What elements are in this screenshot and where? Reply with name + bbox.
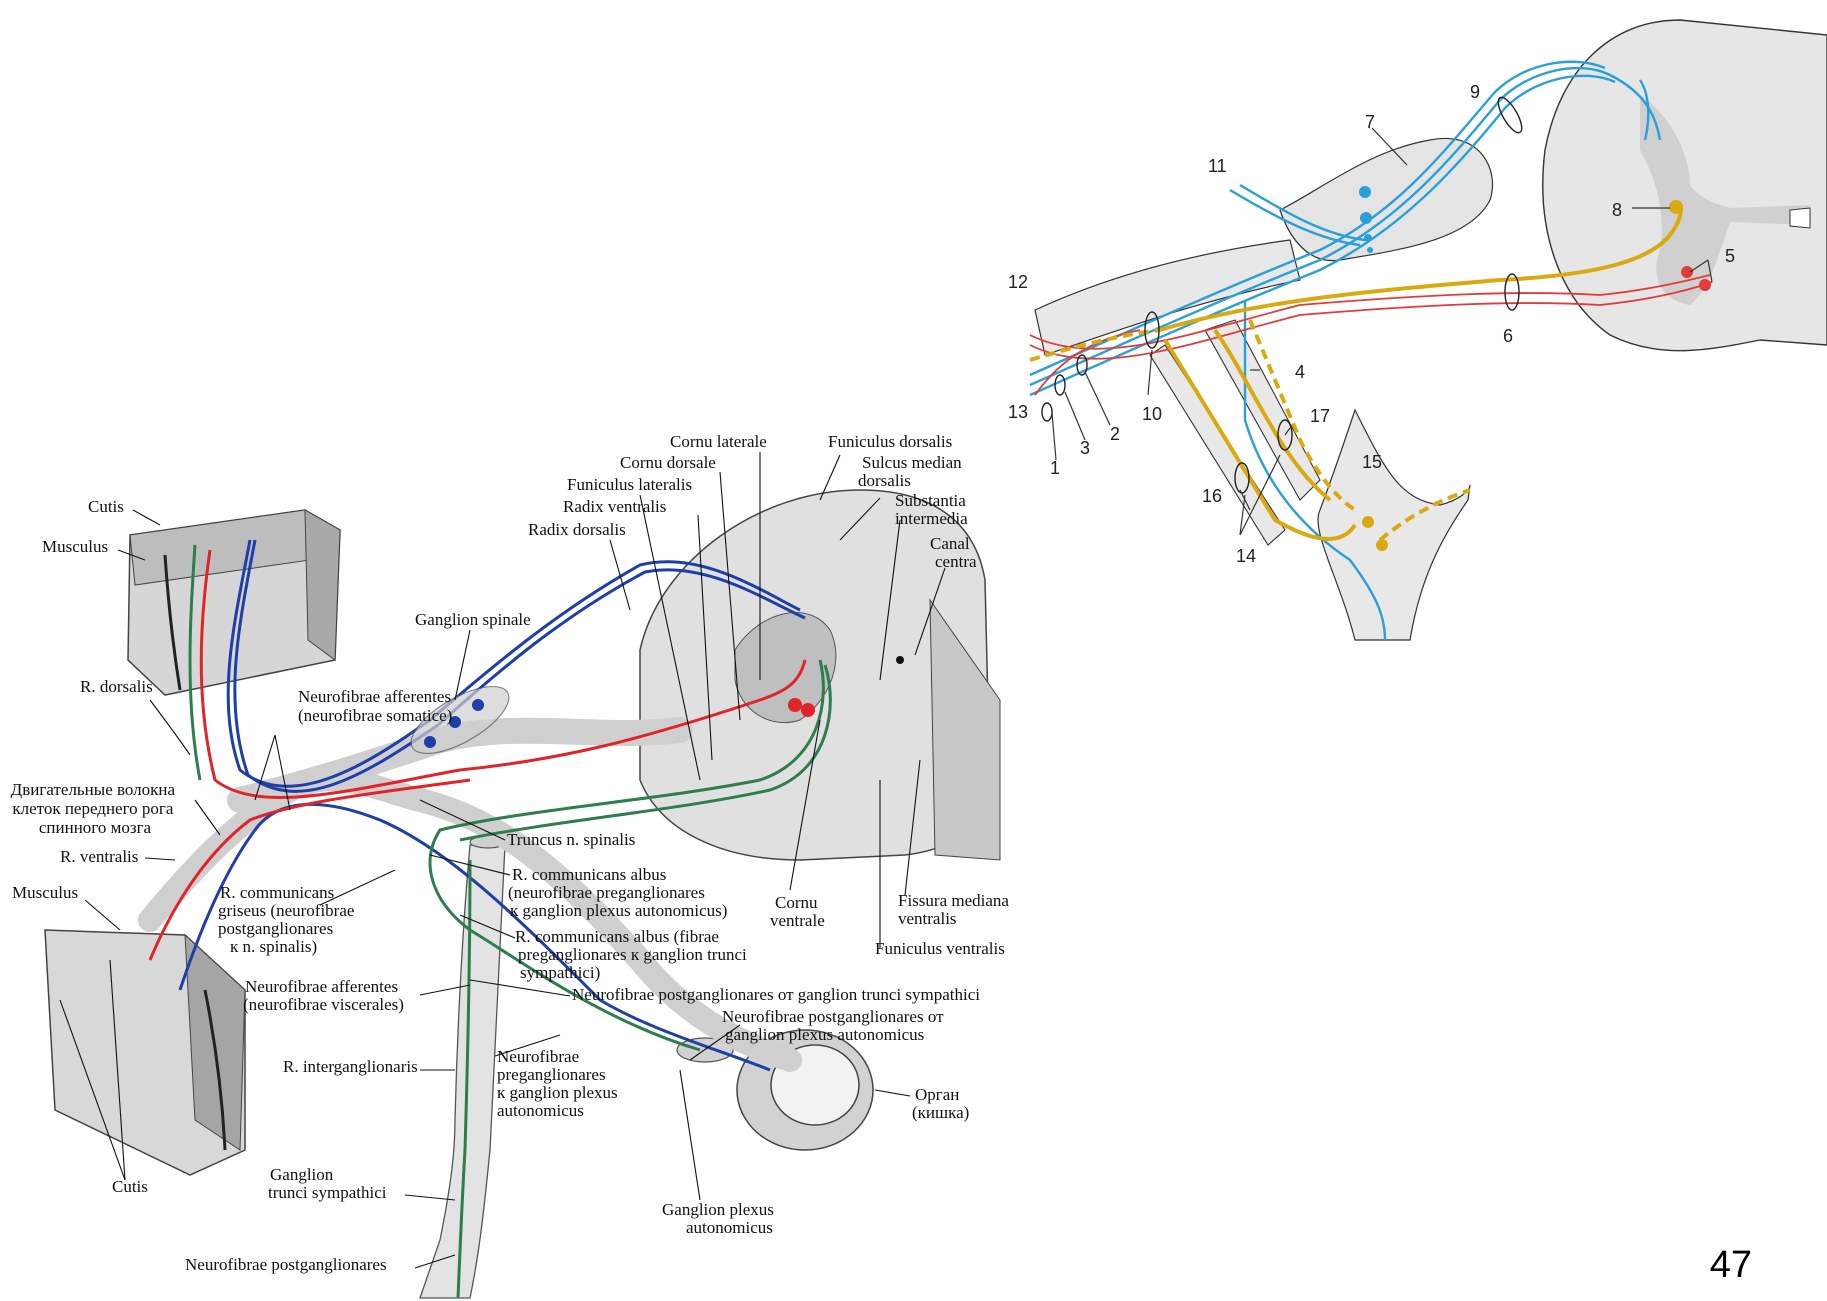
- label-organ: Орган (кишка): [912, 1085, 969, 1122]
- label-radix-dorsalis: Radix dorsalis: [528, 520, 626, 539]
- label-canalis: Canal centra: [930, 534, 977, 571]
- right-diagram: 1 2 3 4 5 6 7 8 9 10 11 12 13 14 15 16 1…: [1008, 20, 1827, 640]
- number-16: 16: [1202, 486, 1222, 506]
- number-5: 5: [1725, 246, 1735, 266]
- label-afferentes-somatice: Neurofibrae afferentes (neurofibrae soma…: [298, 687, 455, 725]
- number-17: 17: [1310, 406, 1330, 426]
- label-r-dorsalis: R. dorsalis: [80, 677, 153, 696]
- label-postgang-plexus: Neurofibrae postganglionares от ganglion…: [722, 1007, 948, 1044]
- label-postganglionares-bottom: Neurofibrae postganglionares: [185, 1255, 387, 1274]
- label-r-interganglionaris: R. interganglionaris: [283, 1057, 418, 1076]
- label-ganglion-trunci: Ganglion trunci sympathici: [268, 1165, 387, 1202]
- right-sympathetic-ganglion: [1318, 410, 1470, 640]
- number-9: 9: [1470, 82, 1480, 102]
- label-ganglion-plexus: Ganglion plexus autonomicus: [662, 1200, 778, 1237]
- number-14: 14: [1236, 546, 1256, 566]
- right-central-notch: [1790, 208, 1810, 228]
- number-15: 15: [1362, 452, 1382, 472]
- label-ganglion-spinale: Ganglion spinale: [415, 610, 531, 629]
- number-2: 2: [1110, 424, 1120, 444]
- label-cutis-bottom: Cutis: [112, 1177, 148, 1196]
- number-12: 12: [1008, 272, 1028, 292]
- label-postgang-trunci: Neurofibrae postganglionares от ganglion…: [572, 985, 980, 1004]
- label-musculus-top: Musculus: [42, 537, 108, 556]
- label-cutis-top: Cutis: [88, 497, 124, 516]
- label-substantia: Substantia intermedia: [895, 491, 970, 528]
- number-3: 3: [1080, 438, 1090, 458]
- number-13: 13: [1008, 402, 1028, 422]
- tissue-block-top: [128, 510, 340, 695]
- sympathetic-trunk: [420, 836, 506, 1298]
- label-r-ventralis: R. ventralis: [60, 847, 138, 866]
- label-cornu-laterale: Cornu laterale: [670, 432, 767, 451]
- right-spinal-ganglion: [1280, 138, 1493, 260]
- left-diagram: Cutis Musculus R. dorsalis Neurofibrae a…: [11, 432, 1014, 1298]
- label-musculus-bottom: Musculus: [12, 883, 78, 902]
- tissue-block-bottom: [45, 930, 245, 1175]
- number-1: 1: [1050, 458, 1060, 478]
- label-sulcus-medianus: Sulcus median dorsalis: [858, 453, 966, 490]
- label-funiculus-lateralis: Funiculus lateralis: [567, 475, 692, 494]
- label-funiculus-ventralis: Funiculus ventralis: [875, 939, 1005, 958]
- number-8: 8: [1612, 200, 1622, 220]
- right-spinal-nerve: [1035, 240, 1300, 355]
- label-radix-ventralis: Radix ventralis: [563, 497, 666, 516]
- label-r-comm-albus-2: R. communicans albus (fibrae preganglion…: [515, 927, 751, 982]
- number-6: 6: [1503, 326, 1513, 346]
- label-fissura: Fissura mediana ventralis: [898, 891, 1013, 928]
- page-number: 47: [1710, 1244, 1752, 1287]
- label-funiculus-dorsalis: Funiculus dorsalis: [828, 432, 952, 451]
- label-r-communicans-griseus: R. communicans griseus (neurofibrae post…: [218, 883, 359, 956]
- label-preganglionares: Neurofibrae preganglionares к ganglion p…: [497, 1047, 622, 1120]
- label-cornu-dorsale: Cornu dorsale: [620, 453, 716, 472]
- number-10: 10: [1142, 404, 1162, 424]
- label-cornu-ventrale: Cornu ventrale: [770, 893, 825, 930]
- label-truncus: Truncus n. spinalis: [507, 830, 635, 849]
- number-7: 7: [1365, 112, 1375, 132]
- number-11: 11: [1208, 156, 1227, 176]
- label-dvigatelnye: Двигательные волокна клеток переднего ро…: [11, 780, 180, 837]
- number-4: 4: [1295, 362, 1305, 382]
- label-afferentes-viscerales: Neurofibrae afferentes (neurofibrae visc…: [243, 977, 404, 1014]
- label-r-comm-albus-1: R. communicans albus (neurofibrae pregan…: [508, 865, 727, 920]
